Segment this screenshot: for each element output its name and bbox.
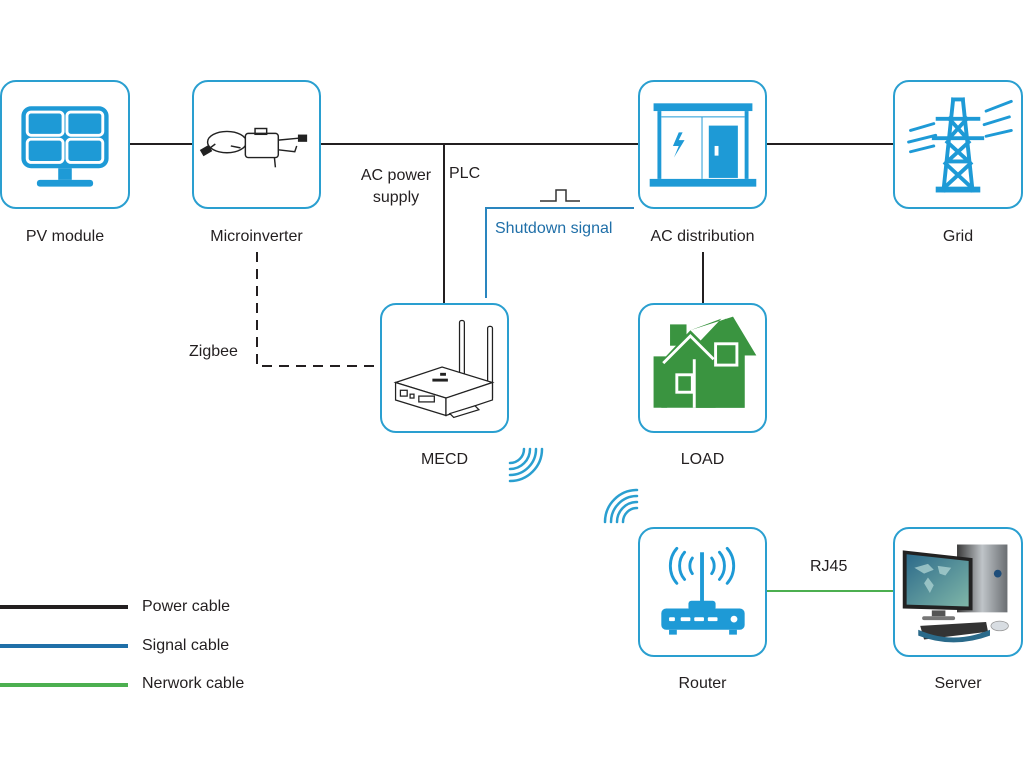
microinverter-icon xyxy=(199,127,308,168)
ac-power-supply-line1: AC power xyxy=(360,167,432,184)
pv-module-node[interactable] xyxy=(0,80,130,209)
ac-distribution-label: AC distribution xyxy=(650,228,755,245)
legend-swatch-network xyxy=(0,683,128,687)
distribution-cabinet-icon xyxy=(649,103,757,187)
router-node[interactable] xyxy=(638,527,767,657)
microinverter-node[interactable] xyxy=(192,80,321,209)
load-node[interactable] xyxy=(638,303,767,433)
zigbee-label: Zigbee xyxy=(189,343,238,360)
zigbee-dashed-line xyxy=(256,252,375,367)
mecd-node[interactable] xyxy=(380,303,509,433)
desktop-computer-icon xyxy=(902,544,1009,643)
wireless-signal-icon-router xyxy=(603,488,639,524)
router-label: Router xyxy=(678,675,727,692)
ac-distribution-node[interactable] xyxy=(638,80,767,209)
grid-label: Grid xyxy=(942,228,974,245)
gateway-device-icon xyxy=(393,319,495,419)
microinverter-label: Microinverter xyxy=(210,228,303,245)
ac-power-supply-label: AC power supply xyxy=(352,165,440,209)
shutdown-signal-label: Shutdown signal xyxy=(495,220,613,237)
signal-line-shutdown xyxy=(485,207,634,298)
ac-power-supply-line2: supply xyxy=(372,189,420,206)
wireless-signal-icon-mecd xyxy=(508,447,544,483)
grid-node[interactable] xyxy=(893,80,1023,209)
houses-icon xyxy=(653,316,757,408)
wifi-router-icon xyxy=(661,546,745,635)
mecd-label: MECD xyxy=(420,451,469,468)
pv-module-label: PV module xyxy=(25,228,105,245)
legend-swatch-signal xyxy=(0,644,128,648)
solar-panel-icon xyxy=(21,106,109,187)
server-node[interactable] xyxy=(893,527,1023,657)
load-label: LOAD xyxy=(680,451,725,468)
legend-label-signal: Signal cable xyxy=(142,637,230,654)
legend-label-power: Power cable xyxy=(142,598,231,615)
plc-label: PLC xyxy=(449,165,481,182)
pulse-icon xyxy=(540,189,580,202)
rj45-label: RJ45 xyxy=(810,558,848,575)
transmission-tower-icon xyxy=(907,97,1013,193)
server-label: Server xyxy=(934,675,982,692)
legend-swatch-power xyxy=(0,605,128,609)
legend-label-network: Nerwork cable xyxy=(142,675,245,692)
